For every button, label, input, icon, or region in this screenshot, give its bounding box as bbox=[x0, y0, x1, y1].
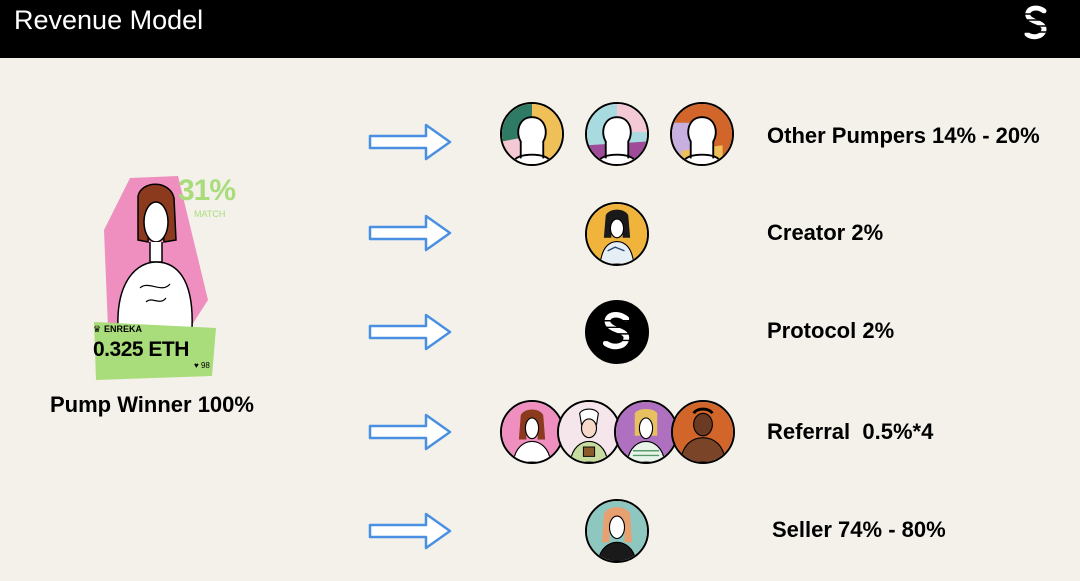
match-percent: 31% bbox=[178, 174, 236, 207]
page-title: Revenue Model bbox=[14, 5, 204, 35]
referral-avatar bbox=[614, 400, 678, 464]
pumper-avatar bbox=[585, 102, 649, 166]
creator-avatar bbox=[585, 202, 649, 266]
arrow-right-icon bbox=[368, 512, 452, 550]
arrow-right-icon bbox=[368, 214, 452, 252]
card-likes: ♥ 98 bbox=[194, 361, 210, 370]
nft-card-art bbox=[94, 176, 216, 380]
nft-card: 31% MATCH ♛ ENREKA 0.325 ETH ♥ 98 bbox=[90, 170, 236, 385]
arrow-right-icon bbox=[368, 413, 452, 451]
pump-winner-label: Pump Winner 100% bbox=[50, 392, 254, 417]
card-owner-name: ENREKA bbox=[104, 324, 143, 334]
seller-avatar bbox=[585, 499, 649, 563]
pumper-avatar bbox=[670, 102, 734, 166]
arrow-right-icon bbox=[368, 123, 452, 161]
crown-icon: ♛ bbox=[93, 324, 102, 334]
match-label: MATCH bbox=[194, 209, 226, 219]
protocol-logo-avatar bbox=[585, 300, 649, 364]
pumper-avatar bbox=[500, 102, 564, 166]
referral-avatar bbox=[557, 400, 621, 464]
row-label-creator: Creator 2% bbox=[767, 220, 884, 245]
row-label-seller: Seller 74% - 80% bbox=[772, 517, 946, 542]
brand-logo-icon bbox=[1024, 5, 1047, 40]
referral-avatar bbox=[500, 400, 564, 464]
heart-icon: ♥ bbox=[194, 361, 199, 370]
likes-count: 98 bbox=[200, 361, 210, 370]
row-label-other-pumpers: Other Pumpers 14% - 20% bbox=[767, 123, 1040, 148]
referral-avatar bbox=[671, 400, 735, 464]
header-bar: Revenue Model bbox=[0, 0, 1080, 58]
row-label-referral: Referral 0.5%*4 bbox=[767, 419, 934, 444]
card-price: 0.325 ETH bbox=[93, 338, 189, 361]
arrow-right-icon bbox=[368, 313, 452, 351]
row-label-protocol: Protocol 2% bbox=[767, 318, 895, 343]
